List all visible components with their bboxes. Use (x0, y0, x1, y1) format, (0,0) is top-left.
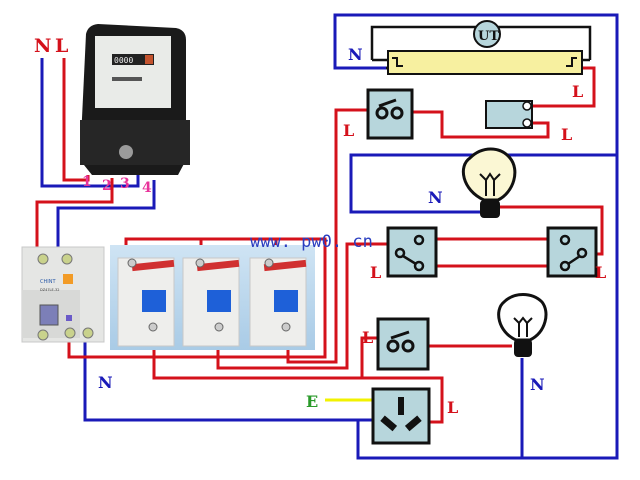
label-socket-e: E (306, 392, 318, 411)
meter-terminals: 1 2 3 4 (82, 174, 152, 196)
label-fluor-l: L (572, 82, 583, 101)
wire-rcd-l-out (67, 237, 327, 359)
socket (371, 387, 431, 445)
label-ballast-l: L (561, 125, 572, 144)
label-bulb1-n: N (428, 188, 443, 207)
wire-ballast-tube (530, 66, 596, 108)
breaker-2 (182, 257, 240, 347)
label-twoway-right-l: L (595, 263, 606, 282)
wire-labels: N N L L L N L L L N L E (98, 45, 606, 417)
wire-meter2-rcd (35, 178, 114, 248)
wire-supply-n (40, 58, 140, 188)
wire-rcd-n-out (83, 340, 358, 422)
rcd-brand: CHINT (40, 279, 56, 285)
two-way-switch-right (546, 226, 598, 278)
switch-2 (376, 317, 430, 371)
live-wires (35, 58, 604, 424)
supply-n-label: N (34, 35, 51, 57)
bulb-2 (497, 293, 548, 357)
starter-label: UT (478, 29, 499, 44)
starter: UT (473, 20, 501, 48)
terminal-4: 4 (142, 180, 152, 196)
label-twoway-left-l: L (370, 263, 381, 282)
terminal-3: 3 (120, 176, 130, 192)
terminal-2: 2 (102, 178, 112, 194)
switch-1 (366, 88, 414, 140)
ballast (485, 100, 533, 129)
electricity-meter: 0000 (80, 24, 190, 175)
breaker-3 (249, 257, 307, 347)
supply-l-label: L (55, 35, 68, 57)
terminal-1: 1 (82, 174, 92, 190)
breaker-1 (117, 257, 175, 347)
meter-display: 0000 (114, 56, 133, 65)
wire-b1-socket (362, 376, 444, 424)
bulb-1 (461, 147, 517, 218)
wire-switch1-ballast (408, 110, 550, 139)
wire-n-bottom (333, 13, 619, 460)
label-socket-l: L (447, 398, 458, 417)
wire-b3-out (286, 108, 378, 364)
watermark: www. pw0. cn (250, 232, 373, 252)
two-way-switch-left (386, 226, 438, 278)
label-switch2-l: L (362, 328, 373, 347)
label-fluor-n: N (348, 45, 363, 64)
label-bulb2-n: N (530, 375, 545, 394)
breaker-group (110, 245, 315, 350)
rcd-breaker: CHINT DZ47LE-32 (21, 246, 105, 343)
wire-b2-out (216, 242, 388, 370)
rcd-model: DZ47LE-32 (40, 288, 59, 292)
wire-supply-l (62, 58, 90, 182)
label-switch1-l: L (343, 121, 354, 140)
wire-meter4-rcd (56, 180, 156, 248)
fluorescent-tube (387, 50, 583, 75)
label-main-n: N (98, 373, 113, 392)
